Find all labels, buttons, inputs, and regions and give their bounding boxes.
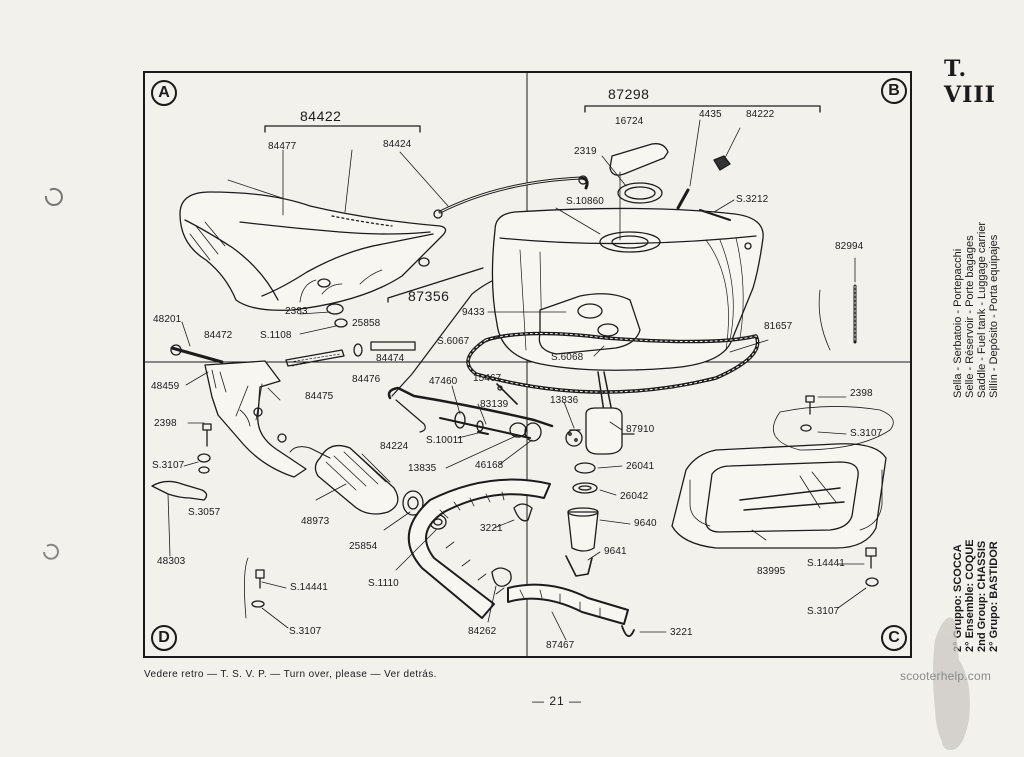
part-label: 84262 — [468, 626, 497, 637]
part-label: 25858 — [352, 318, 381, 329]
plate-frame — [143, 71, 912, 658]
part-label: 87467 — [546, 640, 575, 651]
quadrant-d-marker: D — [151, 625, 177, 651]
part-label: 48973 — [301, 516, 330, 527]
part-label: 46168 — [475, 460, 504, 471]
saddle-drawing — [179, 149, 447, 311]
part-label: 9641 — [604, 546, 627, 557]
part-label: 47460 — [429, 376, 458, 387]
quadrant-c-marker: C — [881, 625, 907, 651]
part-label: S.3107 — [289, 626, 322, 637]
part-label: 84472 — [204, 330, 233, 341]
part-label: 84476 — [352, 374, 381, 385]
footrest-rubber-drawing — [289, 444, 399, 515]
part-label: S.3107 — [807, 606, 840, 617]
part-label: S.3212 — [736, 194, 769, 205]
part-label: 84474 — [376, 353, 405, 364]
part-label: 82994 — [835, 241, 864, 252]
part-label: 48303 — [157, 556, 186, 567]
watermark-text: scooterhelp.com — [900, 669, 992, 683]
part-label: S.3057 — [188, 507, 221, 518]
plate-title: T. VIII — [944, 56, 996, 108]
luggage-carrier-drawing — [671, 443, 887, 549]
group-header-carrier-frame: 87356 — [408, 288, 450, 304]
part-label: 9640 — [634, 518, 657, 529]
part-label: 15467 — [473, 373, 502, 384]
part-label: S.3107 — [152, 460, 185, 471]
part-label: S.3107 — [850, 428, 883, 439]
part-label: 84224 — [380, 441, 409, 452]
part-label: 9433 — [462, 307, 485, 318]
part-label: 13836 — [550, 395, 579, 406]
part-label: S.10011 — [426, 435, 464, 446]
part-label: 2398 — [154, 418, 177, 429]
part-label: 26041 — [626, 461, 655, 472]
part-label: S.6068 — [551, 352, 584, 363]
part-label: 3221 — [480, 523, 503, 534]
part-label: 16724 — [615, 116, 644, 127]
part-label: 48459 — [151, 381, 180, 392]
part-label: 81657 — [764, 321, 793, 332]
part-label: 26042 — [620, 491, 649, 502]
part-label: S.1110 — [368, 578, 399, 589]
part-label: S.6067 — [437, 336, 470, 347]
part-label: S.14441 — [290, 582, 328, 593]
part-label: 87910 — [626, 424, 655, 435]
part-label: 84477 — [268, 141, 297, 152]
quadrant-b-marker: B — [881, 78, 907, 104]
part-label: 84222 — [746, 109, 775, 120]
part-label: 2383 — [285, 306, 308, 317]
part-label: S.14441 — [807, 558, 845, 569]
part-label: S.10860 — [566, 196, 604, 207]
part-label: 13835 — [408, 463, 437, 474]
part-label: 3221 — [670, 627, 693, 638]
part-label: 84424 — [383, 139, 412, 150]
part-label: 2398 — [850, 388, 873, 399]
page-number: — 21 — — [532, 694, 583, 708]
part-label: 83995 — [757, 566, 786, 577]
part-label: S.1108 — [260, 330, 292, 341]
part-label: 4435 — [699, 109, 722, 120]
group-header-tank: 87298 — [608, 86, 650, 102]
part-label: 2319 — [574, 146, 597, 157]
part-label: 25854 — [349, 541, 378, 552]
saddle-bracket-drawing — [170, 344, 307, 478]
part-label: 48201 — [153, 314, 182, 325]
footer-note: Vedere retro — T. S. V. P. — Turn over, … — [144, 669, 437, 680]
part-label: 84475 — [305, 391, 334, 402]
part-label: 83139 — [480, 399, 509, 410]
group-header-saddle: 84422 — [300, 108, 342, 124]
quadrant-a-marker: A — [151, 80, 177, 106]
